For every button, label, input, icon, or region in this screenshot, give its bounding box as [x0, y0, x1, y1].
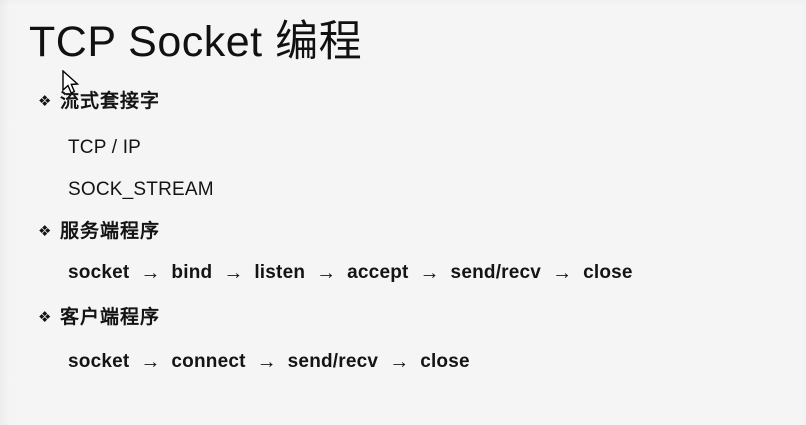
diamond-bullet-icon: ❖	[38, 223, 52, 240]
arrow-icon: →	[419, 262, 440, 284]
arrow-icon: →	[140, 262, 161, 284]
flow-step-socket: socket	[68, 262, 130, 283]
arrow-icon: →	[140, 351, 161, 373]
bullet-label-stream-socket: 流式套接字	[60, 91, 161, 112]
flow-step-listen: listen	[254, 262, 306, 283]
flow-step-connect: connect	[171, 351, 246, 372]
bullet-item-client-program: ❖ 客户端程序	[38, 306, 160, 330]
bullet-label-client-program: 客户端程序	[60, 307, 161, 328]
arrow-icon: →	[223, 262, 244, 284]
flow-step-accept: accept	[347, 262, 409, 283]
flow-step-socket: socket	[68, 351, 130, 372]
flow-client-sequence: socket → connect → send/recv → close	[68, 350, 470, 374]
flow-step-send-recv: send/recv	[450, 262, 542, 283]
arrow-icon: →	[316, 262, 337, 284]
sub-line-sock-stream: SOCK_STREAM	[68, 179, 214, 200]
page-title: TCP Socket 编程	[29, 18, 363, 66]
arrow-icon: →	[389, 351, 410, 373]
arrow-icon: →	[256, 351, 277, 373]
diamond-bullet-icon: ❖	[38, 93, 52, 110]
arrow-icon: →	[552, 262, 573, 284]
bullet-item-server-program: ❖ 服务端程序	[38, 220, 160, 244]
bullet-item-stream-socket: ❖ 流式套接字	[38, 90, 160, 114]
bullet-label-server-program: 服务端程序	[60, 221, 161, 242]
diamond-bullet-icon: ❖	[38, 309, 52, 326]
flow-step-close: close	[420, 351, 470, 372]
flow-server-sequence: socket → bind → listen → accept → send/recv → clos…	[68, 261, 633, 285]
flow-step-bind: bind	[171, 262, 213, 283]
sub-line-tcp-ip: TCP / IP	[68, 137, 142, 158]
flow-step-close: close	[583, 262, 633, 283]
flow-step-send-recv: send/recv	[287, 351, 379, 372]
